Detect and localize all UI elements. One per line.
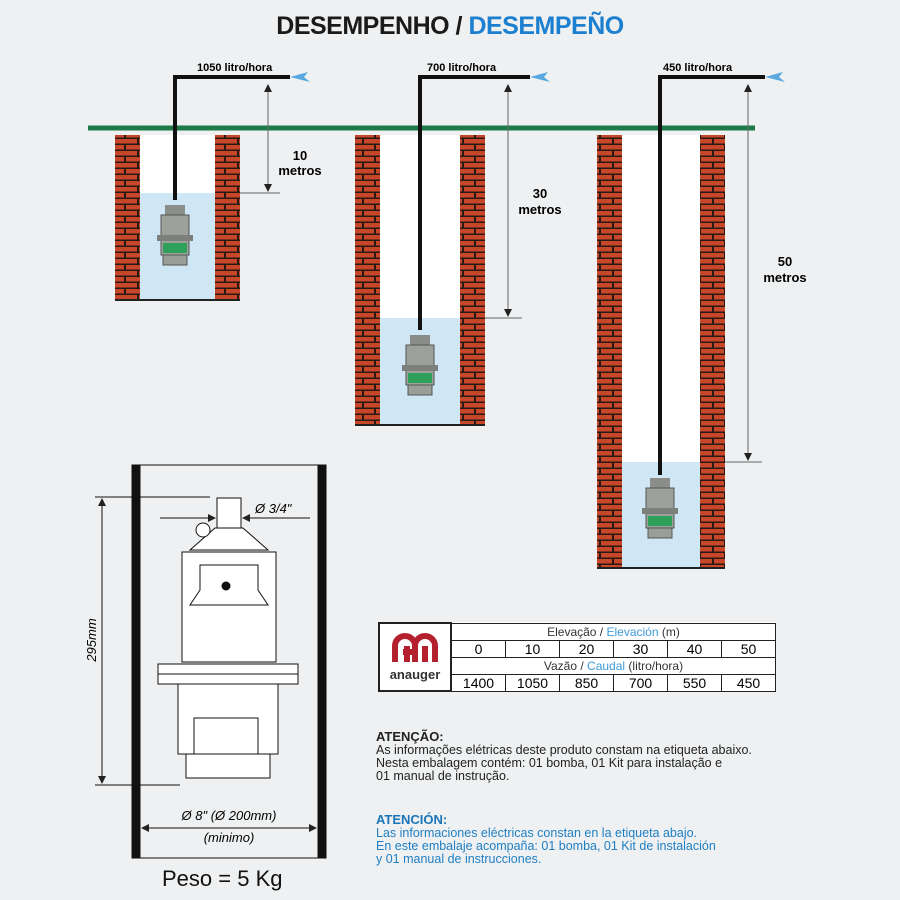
note-line: 01 manual de instrução. <box>376 769 510 783</box>
elevation-cell: 0 <box>450 639 506 658</box>
page-title: DESEMPENHO / DESEMPEÑO <box>0 12 900 41</box>
flow-cell: 850 <box>559 673 614 692</box>
elevation-header: Elevação / Elevación (m) <box>450 622 776 641</box>
depth-unit: metros <box>518 202 561 217</box>
flow-label: 700 litro/hora <box>427 62 497 74</box>
performance-table: anauger Elevação / Elevación (m) 0 10 20… <box>378 622 776 692</box>
title-pt: DESEMPENHO / <box>276 12 462 40</box>
flow-label: 1050 litro/hora <box>197 62 273 74</box>
elevation-cell: 30 <box>613 639 668 658</box>
logo-text: anauger <box>389 667 441 682</box>
well-1 <box>115 72 310 301</box>
flow-cell: 1050 <box>505 673 560 692</box>
flow-cell: 1400 <box>450 673 506 692</box>
well-2 <box>355 72 550 426</box>
well-diameter: Ø 8" (Ø 200mm) <box>181 808 277 823</box>
elevation-cell: 20 <box>559 639 614 658</box>
outlet-diameter: Ø 3/4" <box>254 501 293 516</box>
note-line: Las informaciones eléctricas constan en … <box>376 826 698 840</box>
title-es: DESEMPEÑO <box>468 12 624 40</box>
flow-header: Vazão / Caudal (litro/hora) <box>450 656 776 675</box>
anauger-logo: anauger <box>378 622 452 692</box>
note-line: En este embalaje acompaña: 01 bomba, 01 … <box>376 839 716 853</box>
flow-cell: 550 <box>667 673 722 692</box>
anauger-logo-icon <box>392 633 438 662</box>
pump-technical-drawing <box>95 464 327 859</box>
depth-value: 50 <box>778 254 792 269</box>
depth-value: 10 <box>293 148 307 163</box>
attention-note-es: ATENCIÓN: Las informaciones eléctricas c… <box>376 813 716 866</box>
flow-label: 450 litro/hora <box>663 62 733 74</box>
depth-unit: metros <box>278 163 321 178</box>
note-line: y 01 manual de instrucciones. <box>376 852 542 866</box>
pump-height: 295mm <box>84 618 99 663</box>
elevation-cell: 10 <box>505 639 560 658</box>
well-diameter-note: (minimo) <box>204 830 255 845</box>
attention-note-pt: ATENÇÃO: As informações elétricas deste … <box>376 730 752 783</box>
depth-unit: metros <box>763 270 806 285</box>
elevation-cell: 40 <box>667 639 722 658</box>
note-title: ATENÇÃO: <box>376 729 444 744</box>
note-line: Nesta embalagem contém: 01 bomba, 01 Kit… <box>376 756 723 770</box>
note-title: ATENCIÓN: <box>376 812 448 827</box>
flow-cell: 700 <box>613 673 668 692</box>
weight-label: Peso = 5 Kg <box>162 866 283 891</box>
flow-cell: 450 <box>721 673 776 692</box>
elevation-cell: 50 <box>721 639 776 658</box>
well-3 <box>597 72 785 569</box>
note-line: As informações elétricas deste produto c… <box>376 743 752 757</box>
depth-value: 30 <box>533 186 547 201</box>
